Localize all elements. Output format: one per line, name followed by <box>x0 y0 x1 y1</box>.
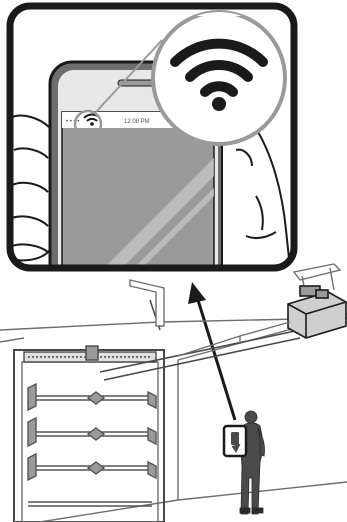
side-rail <box>178 322 290 356</box>
garage-door-opener <box>288 286 346 338</box>
status-time: 12:08 PM <box>124 119 150 125</box>
person-phone <box>231 432 239 445</box>
left-hand <box>10 116 50 261</box>
status-signal-dots: • • • • <box>66 119 79 125</box>
inset-panel: • • • • 12:08 PM <box>10 6 294 292</box>
phone-highlight-box <box>224 426 246 456</box>
torsion-bar <box>24 346 156 362</box>
garage-door <box>28 384 156 506</box>
opener-rail <box>100 300 300 380</box>
garage-scene <box>0 264 347 522</box>
